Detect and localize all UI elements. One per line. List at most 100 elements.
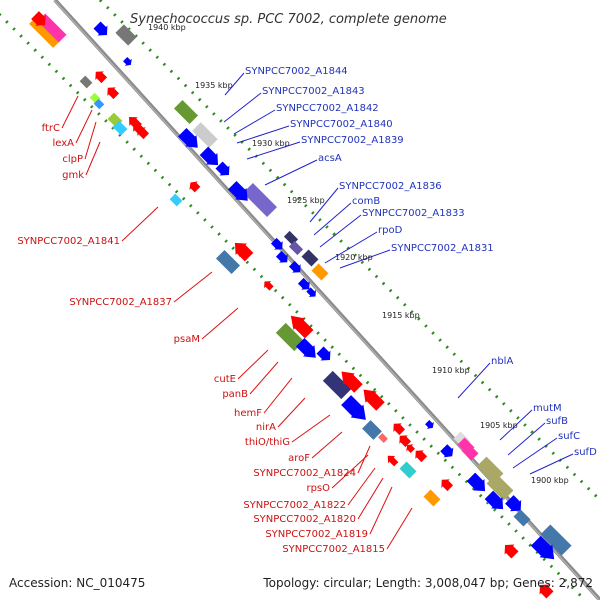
reverse-gene-label[interactable]: SYNPCC7002_A1815 (282, 544, 385, 555)
gene-feature[interactable] (122, 56, 135, 69)
reverse-gene-label[interactable]: psaM (174, 334, 200, 345)
gene-feature[interactable] (305, 286, 319, 300)
gene-arrow[interactable] (483, 489, 508, 514)
gene-feature[interactable] (177, 127, 204, 154)
gene-feature[interactable] (227, 180, 254, 207)
gene-arrow[interactable] (186, 178, 202, 194)
gene-feature[interactable] (192, 122, 218, 148)
gene-feature[interactable] (412, 447, 429, 464)
gene-feature[interactable] (134, 124, 151, 141)
gene-arrow[interactable] (227, 180, 254, 207)
gene-feature[interactable] (92, 68, 109, 85)
gene-arrow[interactable] (229, 237, 254, 262)
gene-feature[interactable] (396, 432, 413, 449)
gene-box[interactable] (399, 461, 417, 479)
gene-arrow[interactable] (270, 237, 287, 254)
gene-feature[interactable] (295, 337, 322, 364)
gene-feature[interactable] (288, 260, 305, 277)
gene-box[interactable] (486, 473, 514, 501)
gene-arrow[interactable] (295, 337, 322, 364)
gene-feature[interactable] (215, 249, 241, 275)
gene-feature[interactable] (404, 442, 417, 455)
gene-feature[interactable] (390, 420, 407, 437)
forward-gene-label[interactable]: comB (352, 196, 380, 207)
gene-arrow[interactable] (275, 250, 292, 267)
gene-box[interactable] (275, 322, 305, 352)
forward-gene-label[interactable]: SYNPCC7002_A1842 (276, 103, 379, 114)
gene-feature[interactable] (500, 540, 520, 560)
gene-arrow[interactable] (439, 443, 457, 461)
forward-gene-label[interactable]: nblA (491, 356, 513, 367)
forward-gene-label[interactable]: SYNPCC7002_A1840 (290, 119, 393, 130)
reverse-gene-label[interactable]: hemF (234, 408, 262, 419)
gene-box[interactable] (93, 98, 105, 110)
reverse-gene-label[interactable]: SYNPCC7002_A1820 (253, 514, 356, 525)
forward-gene-label[interactable]: rpoD (378, 225, 403, 236)
gene-feature[interactable] (229, 237, 254, 262)
gene-feature[interactable] (214, 160, 234, 180)
reverse-gene-label[interactable]: lexA (52, 138, 74, 149)
gene-feature[interactable] (315, 345, 335, 365)
gene-arrow[interactable] (529, 534, 560, 565)
gene-arrow[interactable] (305, 286, 319, 300)
forward-gene-label[interactable]: SYNPCC7002_A1836 (339, 181, 442, 192)
gene-feature[interactable] (115, 24, 137, 46)
reverse-gene-label[interactable]: cutE (214, 374, 236, 385)
gene-arrow[interactable] (261, 278, 275, 292)
gene-feature[interactable] (79, 75, 93, 89)
gene-arrow[interactable] (177, 127, 204, 154)
gene-arrow[interactable] (340, 394, 373, 427)
gene-arrow[interactable] (30, 10, 51, 31)
gene-feature[interactable] (169, 193, 183, 207)
gene-arrow[interactable] (465, 471, 490, 496)
forward-gene-label[interactable]: SYNPCC7002_A1844 (245, 66, 348, 77)
gene-box[interactable] (243, 183, 277, 217)
gene-feature[interactable] (378, 433, 388, 443)
gene-arrow[interactable] (104, 84, 121, 101)
gene-feature[interactable] (275, 250, 292, 267)
gene-box[interactable] (362, 420, 382, 440)
gene-arrow[interactable] (198, 145, 223, 170)
gene-box[interactable] (192, 122, 218, 148)
gene-feature[interactable] (104, 84, 121, 101)
gene-feature[interactable] (92, 20, 112, 40)
gene-feature[interactable] (465, 471, 490, 496)
gene-feature[interactable] (461, 443, 479, 461)
gene-arrow[interactable] (404, 442, 417, 455)
gene-arrow[interactable] (504, 494, 527, 517)
gene-feature[interactable] (275, 322, 305, 352)
gene-arrow[interactable] (315, 345, 335, 365)
gene-box[interactable] (540, 524, 572, 556)
gene-box[interactable] (513, 509, 531, 527)
gene-box[interactable] (115, 24, 137, 46)
reverse-gene-label[interactable]: SYNPCC7002_A1822 (243, 500, 346, 511)
gene-arrow[interactable] (285, 310, 315, 340)
gene-feature[interactable] (297, 277, 314, 294)
reverse-gene-label[interactable]: nirA (256, 422, 276, 433)
gene-feature[interactable] (93, 98, 105, 110)
forward-gene-label[interactable]: SYNPCC7002_A1839 (301, 135, 404, 146)
gene-feature[interactable] (535, 580, 555, 600)
gene-feature[interactable] (423, 489, 441, 507)
gene-feature[interactable] (424, 419, 437, 432)
gene-box[interactable] (173, 99, 199, 125)
gene-box[interactable] (378, 433, 388, 443)
forward-gene-label[interactable]: acsA (318, 153, 342, 164)
gene-arrow[interactable] (390, 420, 407, 437)
gene-feature[interactable] (243, 183, 277, 217)
gene-feature[interactable] (288, 240, 304, 256)
reverse-gene-label[interactable]: panB (222, 389, 248, 400)
gene-arrow[interactable] (424, 419, 437, 432)
gene-feature[interactable] (384, 452, 400, 468)
reverse-gene-label[interactable]: SYNPCC7002_A1819 (265, 529, 368, 540)
gene-feature[interactable] (486, 473, 514, 501)
gene-arrow[interactable] (438, 476, 455, 493)
gene-arrow[interactable] (396, 432, 413, 449)
gene-feature[interactable] (311, 263, 329, 281)
gene-arrow[interactable] (214, 160, 234, 180)
gene-arrow[interactable] (412, 447, 429, 464)
gene-feature[interactable] (301, 249, 319, 267)
forward-gene-label[interactable]: sufD (574, 447, 597, 458)
gene-feature[interactable] (261, 278, 275, 292)
gene-arrow[interactable] (122, 56, 135, 69)
